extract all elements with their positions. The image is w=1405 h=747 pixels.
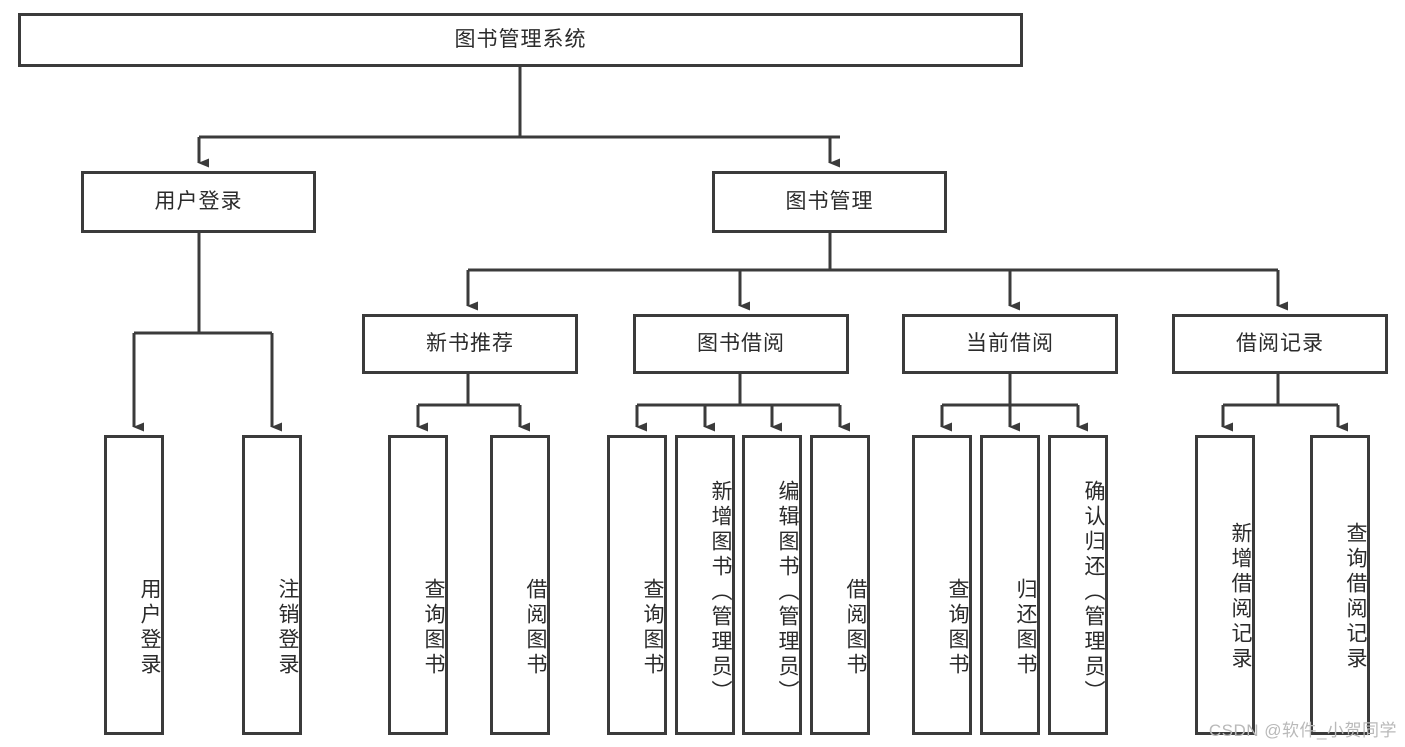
node-new-book-recommend[interactable]: 新书推荐: [362, 314, 578, 374]
node-leaf-query-record[interactable]: 查询借阅记录: [1310, 435, 1370, 735]
node-leaf-borrow-book-1[interactable]: 借阅图书: [490, 435, 550, 735]
node-user-login[interactable]: 用户登录: [81, 171, 316, 233]
node-borrow-record-label: 借阅记录: [1236, 332, 1324, 356]
node-leaf-query-record-label: 查询借阅记录: [1344, 522, 1367, 672]
node-book-manage-label: 图书管理: [785, 190, 874, 214]
node-leaf-borrow-book-2-label: 借阅图书: [844, 578, 867, 678]
node-current-borrow-label: 当前借阅: [966, 332, 1054, 356]
node-root-label: 图书管理系统: [454, 28, 587, 52]
node-leaf-query-book-2[interactable]: 查询图书: [607, 435, 667, 735]
node-new-book-recommend-label: 新书推荐: [426, 332, 514, 356]
node-leaf-query-book-3[interactable]: 查询图书: [912, 435, 972, 735]
node-root[interactable]: 图书管理系统: [18, 13, 1023, 67]
node-borrow-record[interactable]: 借阅记录: [1172, 314, 1388, 374]
node-user-login-label: 用户登录: [154, 190, 243, 214]
node-leaf-user-login[interactable]: 用户登录: [104, 435, 164, 735]
node-book-manage[interactable]: 图书管理: [712, 171, 947, 233]
node-leaf-user-logout[interactable]: 注销登录: [242, 435, 302, 735]
node-leaf-query-book-1-label: 查询图书: [422, 578, 445, 678]
node-leaf-query-book-2-label: 查询图书: [641, 578, 664, 678]
node-leaf-edit-book-label: 编辑图书（管理员）: [776, 479, 799, 705]
node-leaf-user-logout-label: 注销登录: [276, 578, 299, 678]
node-leaf-borrow-book-1-label: 借阅图书: [524, 578, 547, 678]
node-leaf-return-book[interactable]: 归还图书: [980, 435, 1040, 735]
node-leaf-user-login-label: 用户登录: [138, 578, 161, 678]
node-leaf-query-book-1[interactable]: 查询图书: [388, 435, 448, 735]
node-leaf-confirm-return[interactable]: 确认归还（管理员）: [1048, 435, 1108, 735]
node-leaf-add-record[interactable]: 新增借阅记录: [1195, 435, 1255, 735]
node-leaf-edit-book[interactable]: 编辑图书（管理员）: [742, 435, 802, 735]
node-leaf-add-book-label: 新增图书（管理员）: [709, 479, 732, 705]
node-current-borrow[interactable]: 当前借阅: [902, 314, 1118, 374]
node-leaf-confirm-return-label: 确认归还（管理员）: [1082, 479, 1105, 705]
node-book-borrow[interactable]: 图书借阅: [633, 314, 849, 374]
node-leaf-add-record-label: 新增借阅记录: [1229, 522, 1252, 672]
watermark-text: CSDN @软件_小贺同学: [1208, 721, 1397, 740]
node-leaf-add-book[interactable]: 新增图书（管理员）: [675, 435, 735, 735]
node-leaf-borrow-book-2[interactable]: 借阅图书: [810, 435, 870, 735]
node-book-borrow-label: 图书借阅: [697, 332, 785, 356]
node-leaf-return-book-label: 归还图书: [1014, 578, 1037, 678]
node-leaf-query-book-3-label: 查询图书: [946, 578, 969, 678]
